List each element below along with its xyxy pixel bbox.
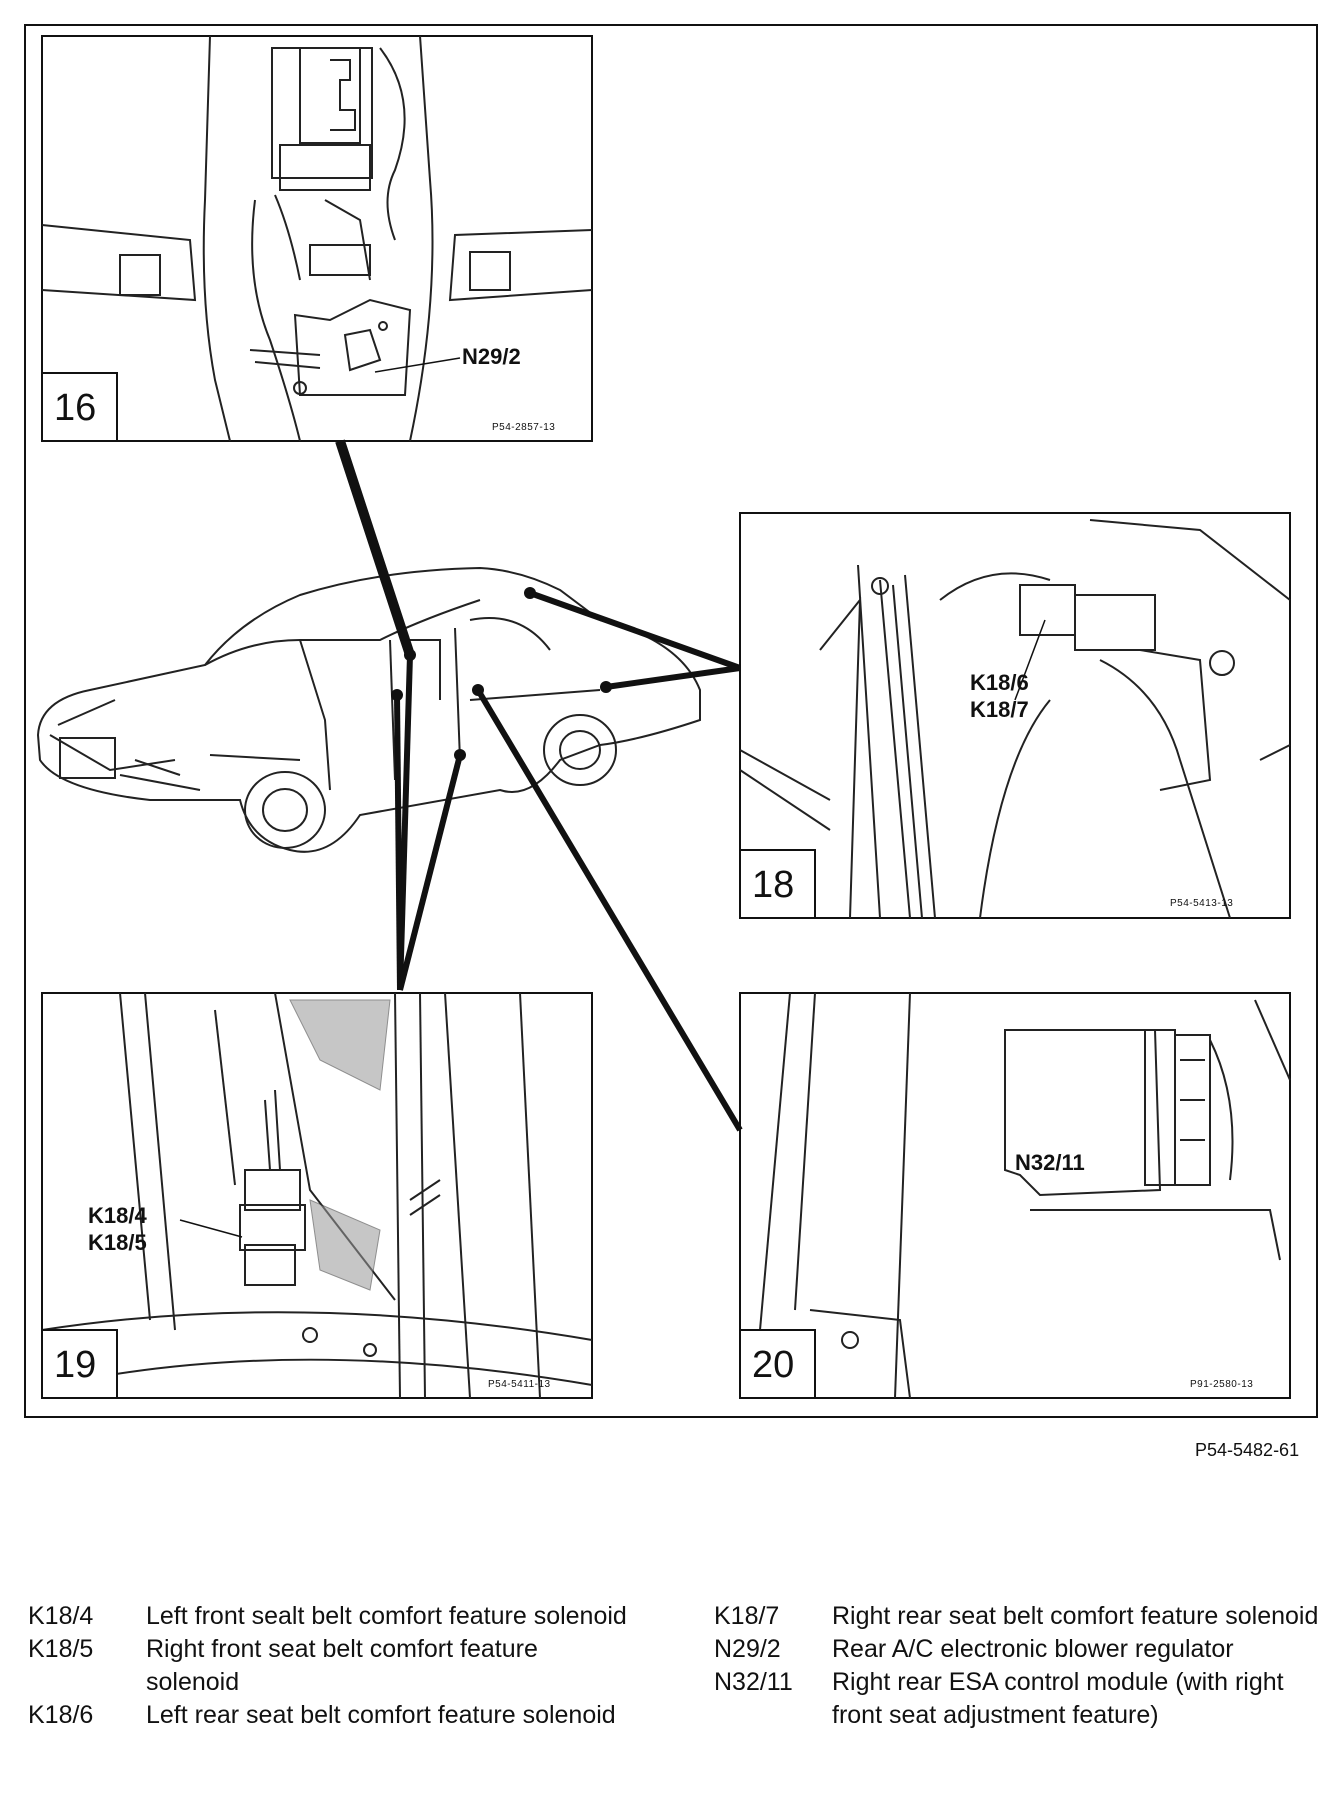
component-locator-diagram: N29/2 16 P54-2857-13 K18/6 K18/7 18 — [24, 24, 1318, 1418]
legend-item: K18/5 Right front seat belt comfort feat… — [28, 1633, 628, 1699]
legend-description: Right rear ESA control module (with righ… — [832, 1668, 1284, 1729]
figure-reference: P54-5482-61 — [1195, 1440, 1300, 1460]
legend-description: Right rear seat belt comfort feature sol… — [832, 1602, 1319, 1630]
legend-code: N29/2 — [714, 1635, 781, 1663]
legend-item: N29/2 Rear A/C electronic blower regulat… — [714, 1633, 1334, 1666]
legend-description: Rear A/C electronic blower regulator — [832, 1635, 1234, 1663]
legend-code: K18/6 — [28, 1701, 94, 1729]
legend-item: K18/6 Left rear seat belt comfort featur… — [28, 1699, 628, 1732]
legend-item: K18/7 Right rear seat belt comfort featu… — [714, 1600, 1334, 1633]
legend-description: Left rear seat belt comfort feature sole… — [146, 1701, 616, 1729]
callout-n32-11: N32/11 — [1015, 1150, 1085, 1175]
panel-19: K18/4 K18/5 19 P54-5411-13 — [41, 992, 593, 1399]
callout-k18-5: K18/5 — [88, 1230, 147, 1255]
callout-k18-7: K18/7 — [970, 697, 1029, 722]
legend-code: K18/5 — [28, 1635, 94, 1663]
panel-ref: P54-2857-13 — [492, 422, 555, 433]
callout-n29-2: N29/2 — [462, 344, 521, 369]
panel-number: 19 — [54, 1344, 96, 1386]
legend-code: K18/4 — [28, 1602, 94, 1630]
panel-ref: P54-5411-13 — [488, 1379, 551, 1390]
legend-item: K18/4 Left front sealt belt comfort feat… — [28, 1600, 628, 1633]
legend-item: N32/11 Right rear ESA control module (wi… — [714, 1666, 1334, 1732]
callout-k18-6: K18/6 — [970, 670, 1029, 695]
panel-16: N29/2 16 P54-2857-13 — [41, 35, 593, 442]
legend-description: Left front sealt belt comfort feature so… — [146, 1602, 627, 1630]
vehicle-illustration — [36, 566, 701, 853]
panel-ref: P91-2580-13 — [1190, 1379, 1253, 1390]
callout-k18-4: K18/4 — [88, 1203, 147, 1228]
outer-frame — [24, 24, 1318, 1418]
panel-ref: P54-5413-13 — [1170, 898, 1233, 909]
legend-code: K18/7 — [714, 1602, 780, 1630]
panel-18: K18/6 K18/7 18 P54-5413-13 — [739, 512, 1291, 919]
legend-code: N32/11 — [714, 1668, 793, 1696]
panel-number: 18 — [752, 864, 794, 906]
panel-number: 20 — [752, 1344, 794, 1386]
legend-right-column: K18/7 Right rear seat belt comfort featu… — [714, 1600, 1334, 1732]
legend-left-column: K18/4 Left front sealt belt comfort feat… — [28, 1600, 628, 1732]
callout-leader-lines — [335, 439, 743, 1132]
panel-number: 16 — [54, 387, 96, 429]
panel-20: N32/11 20 P91-2580-13 — [739, 992, 1291, 1399]
legend-description: Right front seat belt comfort feature so… — [146, 1635, 538, 1696]
